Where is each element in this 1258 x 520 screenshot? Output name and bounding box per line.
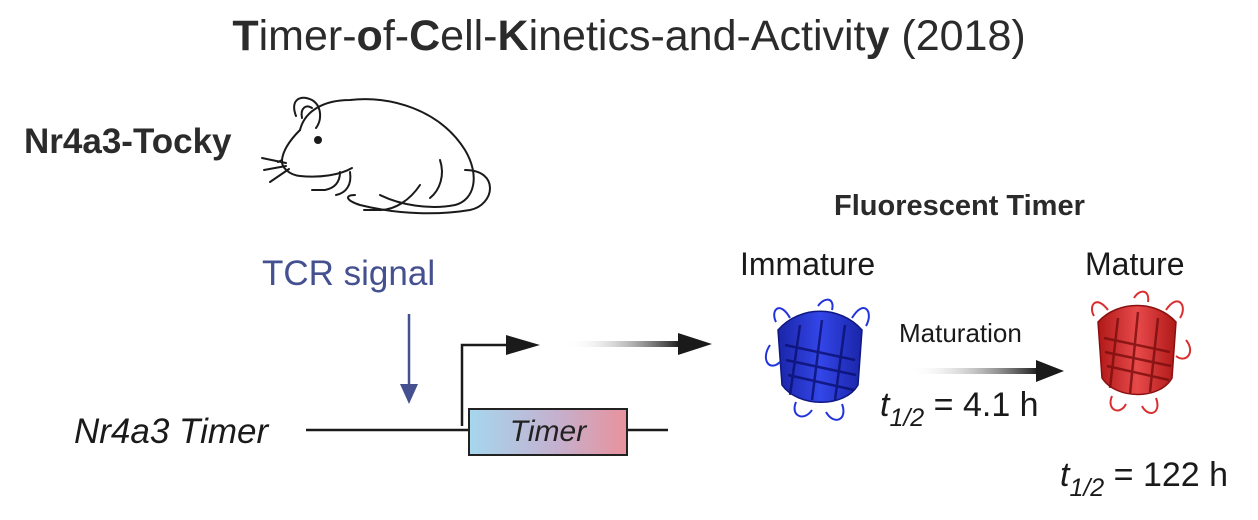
title-part: o bbox=[356, 12, 383, 60]
title-part: ell- bbox=[440, 12, 498, 60]
tcr-signal-label: TCR signal bbox=[262, 254, 436, 293]
half-life-sub: 1/2 bbox=[1069, 474, 1105, 502]
timer-gene-box: Timer bbox=[468, 408, 628, 456]
title-part: f- bbox=[382, 12, 410, 60]
promoter-arrow-icon bbox=[460, 335, 540, 426]
page-title: Timer-of-Cell-Kinetics-and-Activity (201… bbox=[0, 12, 1258, 61]
title-part: (2018) bbox=[889, 12, 1026, 60]
tcr-signal-arrow bbox=[400, 314, 418, 404]
half-life-var: t bbox=[880, 386, 890, 424]
mature-label: Mature bbox=[1085, 246, 1185, 282]
maturation-half-life: t1/2 = 4.1 h bbox=[880, 386, 1039, 432]
expression-arrow bbox=[566, 333, 712, 355]
maturation-label: Maturation bbox=[899, 318, 1022, 348]
title-part: inetics-and-Activit bbox=[528, 12, 866, 60]
title-part: T bbox=[232, 12, 259, 60]
half-life-value: = 4.1 h bbox=[933, 386, 1039, 424]
half-life-sub: 1/2 bbox=[889, 404, 925, 432]
title-part: C bbox=[409, 12, 441, 60]
title-part: K bbox=[497, 12, 529, 60]
mouse-strain-label: Nr4a3-Tocky bbox=[24, 122, 232, 161]
immature-protein-icon bbox=[764, 298, 870, 421]
mouse-icon bbox=[261, 96, 491, 215]
title-part: y bbox=[865, 12, 890, 60]
maturation-arrow bbox=[908, 360, 1064, 382]
immature-label: Immature bbox=[740, 246, 876, 282]
mature-half-life: t1/2 = 122 h bbox=[1060, 456, 1229, 502]
half-life-value: = 122 h bbox=[1113, 456, 1229, 494]
mature-protein-icon bbox=[1090, 290, 1192, 414]
title-part: imer- bbox=[258, 12, 357, 60]
fluorescent-timer-title: Fluorescent Timer bbox=[834, 190, 1085, 222]
half-life-var: t bbox=[1060, 456, 1070, 494]
gene-label: Nr4a3 Timer bbox=[74, 412, 269, 451]
